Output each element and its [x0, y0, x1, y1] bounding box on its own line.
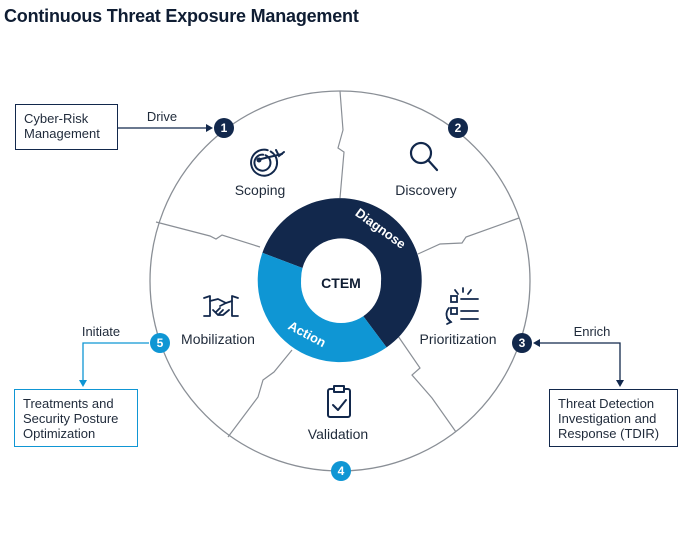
stage-badge-3: 3 [512, 333, 532, 353]
stage-label-mobilization: Mobilization [181, 331, 255, 347]
prioritized-list-icon [445, 287, 479, 325]
clipboard-check-icon [327, 385, 351, 418]
initiate-arrowhead [79, 380, 87, 387]
divider-mobilization-scoping [155, 221, 261, 248]
initiate-connector-line [82, 342, 149, 382]
page-title: Continuous Threat Exposure Management [4, 6, 359, 26]
stage-label-discovery: Discovery [395, 182, 456, 198]
enrich-label: Enrich [574, 324, 611, 339]
divider-prioritization-validation [397, 335, 457, 433]
stage-label-scoping: Scoping [235, 182, 286, 198]
stage-label-validation: Validation [308, 426, 368, 442]
enrich-arrowhead-down [616, 380, 624, 387]
divider-validation-mobilization [227, 349, 293, 438]
stage-badge-1: 1 [214, 118, 234, 138]
stage-badge-2: 2 [448, 118, 468, 138]
svg-text:2: 2 [455, 121, 462, 135]
diagnose-ring-segment [262, 198, 422, 348]
tdir-box: Threat Detection Investigation and Respo… [549, 389, 678, 447]
action-ring-segment [257, 252, 387, 363]
stage-label-prioritization: Prioritization [419, 331, 496, 347]
magnifier-icon [409, 141, 439, 172]
stage-badge-4: 4 [331, 461, 351, 481]
drive-arrowhead [206, 124, 213, 132]
target-icon [250, 148, 285, 177]
svg-text:1: 1 [221, 121, 228, 135]
core-label: CTEM [321, 275, 361, 291]
initiate-label: Initiate [82, 324, 120, 339]
cyber-risk-management-box: Cyber-Risk Management [15, 104, 118, 150]
svg-text:4: 4 [338, 464, 345, 478]
core-circle [301, 243, 381, 323]
svg-text:3: 3 [519, 336, 526, 350]
divider-scoping-discovery [337, 90, 345, 199]
divider-discovery-prioritization [417, 217, 520, 255]
enrich-connector-line [538, 342, 621, 382]
treatments-optimization-box: Treatments and Security Posture Optimiza… [14, 389, 138, 447]
drive-label: Drive [147, 109, 177, 124]
enrich-arrowhead-left [533, 339, 540, 347]
svg-text:5: 5 [157, 336, 164, 350]
handshake-icon [203, 295, 239, 317]
stage-badge-5: 5 [150, 333, 170, 353]
